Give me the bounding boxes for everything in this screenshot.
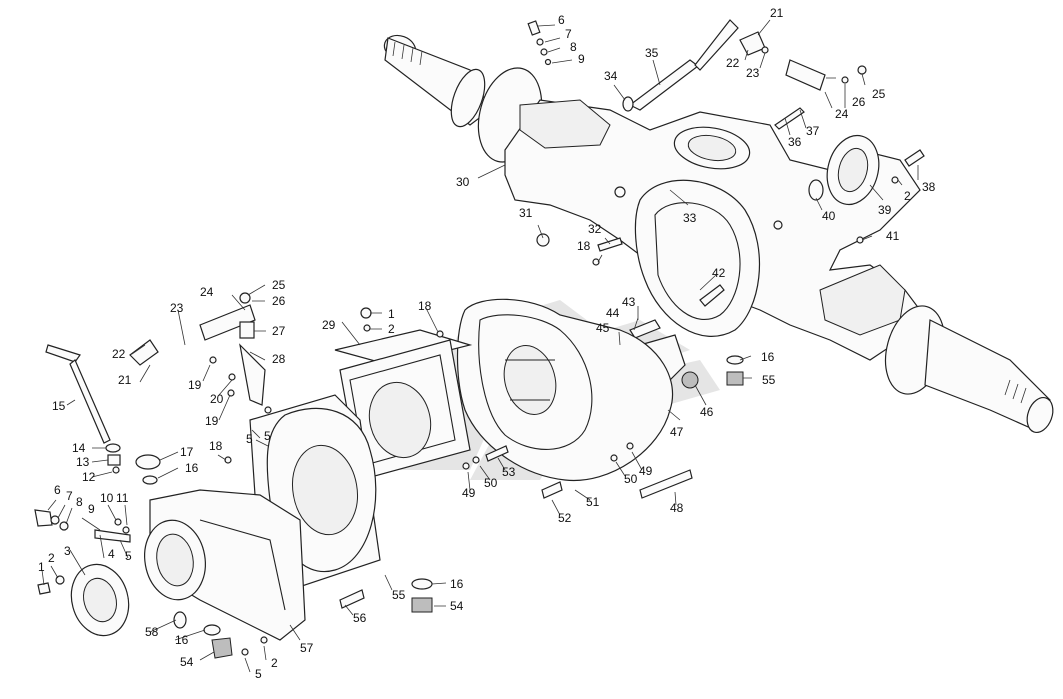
- leader-lines: [41, 19, 919, 673]
- callout-20: 20: [210, 392, 224, 406]
- callout-16: 16: [185, 461, 199, 475]
- callout-14: 14: [72, 441, 86, 455]
- callout-5: 5: [246, 432, 253, 446]
- callout-2: 2: [904, 189, 911, 203]
- callout-26: 26: [272, 294, 286, 308]
- callout-26: 26: [852, 95, 866, 109]
- callout-18: 18: [209, 439, 223, 453]
- callout-2: 2: [48, 551, 55, 565]
- callout-43: 43: [622, 295, 636, 309]
- callout-50: 50: [624, 472, 638, 486]
- callout-41: 41: [886, 229, 900, 243]
- callout-24: 24: [200, 285, 214, 299]
- callout-54: 54: [180, 655, 194, 669]
- callout-6: 6: [54, 483, 61, 497]
- callout-31: 31: [519, 206, 533, 220]
- callout-38: 38: [922, 180, 936, 194]
- callout-18: 18: [577, 239, 591, 253]
- callout-labels: 6 7 8 9 35 34 21 22 23 26 24 25 36 37 30…: [38, 6, 936, 681]
- callout-18: 18: [418, 299, 432, 313]
- callout-16: 16: [175, 633, 189, 647]
- callout-7: 7: [565, 27, 572, 41]
- callout-1: 1: [38, 560, 45, 574]
- callout-9: 9: [88, 502, 95, 516]
- callout-52: 52: [558, 511, 572, 525]
- callout-8: 8: [76, 495, 83, 509]
- callout-22: 22: [726, 56, 740, 70]
- callout-25: 25: [872, 87, 886, 101]
- callout-19: 19: [205, 414, 219, 428]
- callout-8: 8: [570, 40, 577, 54]
- outer-cover-57: [144, 489, 306, 641]
- callout-50: 50: [484, 476, 498, 490]
- callout-46: 46: [700, 405, 714, 419]
- axle-housing-assembly: [383, 34, 1054, 434]
- callout-51: 51: [586, 495, 600, 509]
- differential-carrier: [456, 298, 674, 482]
- callout-6: 6: [558, 13, 565, 27]
- callout-3: 3: [64, 544, 71, 558]
- callout-49: 49: [462, 486, 476, 500]
- callout-24: 24: [835, 107, 849, 121]
- callout-56: 56: [353, 611, 367, 625]
- callout-34: 34: [604, 69, 618, 83]
- left-spindle: [383, 34, 491, 128]
- callout-5: 5: [255, 667, 262, 681]
- callout-25: 25: [272, 278, 286, 292]
- callout-16: 16: [761, 350, 775, 364]
- callout-22: 22: [112, 347, 126, 361]
- callout-19: 19: [188, 378, 202, 392]
- callout-47: 47: [670, 425, 684, 439]
- callout-27: 27: [272, 324, 286, 338]
- callout-42: 42: [712, 266, 726, 280]
- top-cover-29: [334, 329, 473, 366]
- callout-23: 23: [746, 66, 760, 80]
- callout-49: 49: [639, 464, 653, 478]
- callout-5: 5: [264, 429, 271, 443]
- callout-11: 11: [116, 491, 129, 505]
- callout-37: 37: [806, 124, 820, 138]
- callout-40: 40: [822, 209, 836, 223]
- callout-29: 29: [322, 318, 336, 332]
- callout-36: 36: [788, 135, 802, 149]
- callout-17: 17: [180, 445, 194, 459]
- callout-4: 4: [108, 547, 115, 561]
- callout-32: 32: [588, 222, 602, 236]
- callout-1: 1: [388, 307, 395, 321]
- callout-54: 54: [450, 599, 464, 613]
- callout-2: 2: [271, 656, 278, 670]
- callout-39: 39: [878, 203, 892, 217]
- callout-23: 23: [170, 301, 184, 315]
- callout-2: 2: [388, 322, 395, 336]
- callout-5: 5: [125, 549, 132, 563]
- callout-21: 21: [770, 6, 784, 20]
- callout-48: 48: [670, 501, 684, 515]
- callout-30: 30: [456, 175, 470, 189]
- callout-15: 15: [52, 399, 66, 413]
- callout-28: 28: [272, 352, 286, 366]
- callout-45: 45: [596, 321, 610, 335]
- callout-57: 57: [300, 641, 314, 655]
- callout-53: 53: [502, 465, 516, 479]
- callout-33: 33: [683, 211, 697, 225]
- callout-55: 55: [392, 588, 406, 602]
- callout-44: 44: [606, 306, 620, 320]
- callout-10: 10: [100, 491, 114, 505]
- callout-16: 16: [450, 577, 464, 591]
- callout-7: 7: [66, 489, 73, 503]
- callout-12: 12: [82, 470, 96, 484]
- callout-35: 35: [645, 46, 659, 60]
- callout-13: 13: [76, 455, 90, 469]
- callout-9: 9: [578, 52, 585, 66]
- callout-55: 55: [762, 373, 776, 387]
- callout-58: 58: [145, 625, 159, 639]
- left-small-parts: [34, 292, 693, 659]
- callout-21: 21: [118, 373, 132, 387]
